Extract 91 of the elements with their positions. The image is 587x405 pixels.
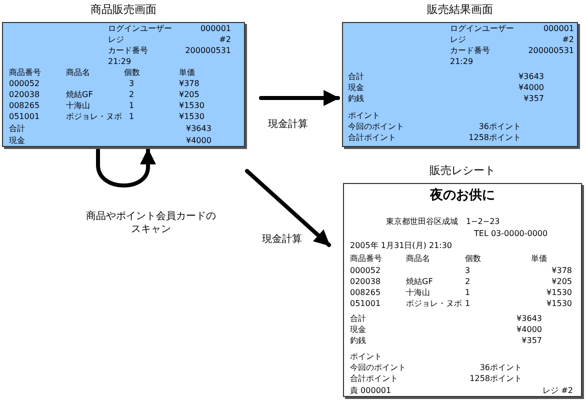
screen-text: カード番号 bbox=[450, 46, 490, 56]
receipt-text: ¥1530 bbox=[546, 288, 572, 298]
screen-text: 21:29 bbox=[450, 57, 474, 67]
screen-title: 商品販売画面 bbox=[90, 2, 158, 17]
screen-text: 合計ポイント bbox=[348, 133, 396, 143]
screen-text: レジ bbox=[450, 35, 466, 45]
receipt-text: 3 bbox=[465, 266, 470, 276]
screen-text: 商品名 bbox=[66, 68, 90, 78]
screen-text: 008265 bbox=[9, 101, 40, 111]
screen-text: #2 bbox=[219, 35, 231, 45]
screen-text: 個数 bbox=[124, 68, 140, 78]
screen-text: 今回のポイント bbox=[348, 122, 404, 132]
receipt-text: 2005年 1月31日(月) 21:30 bbox=[350, 241, 452, 251]
receipt-text: 合計 bbox=[350, 314, 366, 324]
screen-text: 000052 bbox=[9, 79, 40, 89]
screen-text: 釣銭 bbox=[348, 94, 364, 104]
receipt-text: 責 000001 bbox=[350, 386, 392, 396]
receipt-text: レジ #2 bbox=[542, 386, 573, 396]
receipt-text: ボジョレ・ヌボ bbox=[406, 299, 462, 309]
receipt-text: ¥357 bbox=[522, 336, 542, 346]
screen-text: 単価 bbox=[179, 68, 195, 78]
arrow bbox=[245, 169, 331, 247]
screen-text: ¥4000 bbox=[186, 136, 212, 146]
receipt-text: 合計ポイント bbox=[350, 374, 398, 384]
receipt-text: 釣銭 bbox=[350, 336, 366, 346]
screen-text: 020038 bbox=[9, 90, 40, 100]
screen-text: 1258ポイント bbox=[468, 133, 521, 143]
screen-text: 現金 bbox=[9, 136, 25, 146]
receipt-text: 1 bbox=[465, 288, 470, 298]
receipt-text: 焼結GF bbox=[406, 277, 433, 287]
receipt-text: 商品名 bbox=[406, 254, 430, 264]
receipt-text: ポイント bbox=[350, 352, 382, 362]
receipt-text: ¥3643 bbox=[516, 314, 542, 324]
screen-text: ボジョレ・ヌボ bbox=[66, 112, 122, 122]
screen-text: ログインユーザー bbox=[450, 24, 514, 34]
screen-text: 1 bbox=[129, 112, 134, 122]
receipt-text: ¥378 bbox=[552, 266, 572, 276]
receipt-text: 個数 bbox=[465, 254, 481, 264]
edge-label: 商品やポイント会員カードのスキャン bbox=[84, 210, 218, 236]
screen-text: 現金 bbox=[348, 83, 364, 93]
receipt-text: ¥4000 bbox=[516, 325, 542, 335]
receipt-text: TEL 03-0000-0000 bbox=[474, 229, 548, 239]
receipt-text: 051001 bbox=[350, 299, 381, 309]
receipt-text: 2 bbox=[465, 277, 470, 287]
screen-text: 21:29 bbox=[108, 57, 132, 67]
receipt-header: 夜のお供に bbox=[428, 188, 496, 203]
screen-text: ¥378 bbox=[179, 79, 200, 89]
screen-text: 合計 bbox=[348, 72, 364, 82]
receipt-text: 000052 bbox=[350, 266, 381, 276]
screen-text: ¥3643 bbox=[518, 72, 544, 82]
screen-text: ¥357 bbox=[524, 94, 544, 104]
receipt-text: 020038 bbox=[350, 277, 381, 287]
receipt-text: 008265 bbox=[350, 288, 381, 298]
screen-text: 十海山 bbox=[66, 101, 90, 111]
receipt-text: 1258ポイント bbox=[470, 374, 522, 384]
screen-text: ¥205 bbox=[179, 90, 200, 100]
receipt-text: 現金 bbox=[350, 325, 366, 335]
screen-text: 1 bbox=[129, 101, 134, 111]
screen-text: 合計 bbox=[9, 124, 25, 134]
receipt-title: 販売レシート bbox=[428, 163, 496, 178]
screen-text: カード番号 bbox=[108, 46, 148, 56]
screen-text: 商品番号 bbox=[9, 68, 41, 78]
receipt-text: ¥1530 bbox=[546, 299, 572, 309]
screen-text: 200000531 bbox=[528, 46, 574, 56]
screen-text: ¥4000 bbox=[518, 83, 544, 93]
screen-text: 3 bbox=[129, 79, 134, 89]
screen-title: 販売結果画面 bbox=[426, 2, 494, 17]
receipt-text: 単価 bbox=[531, 254, 547, 264]
screen-text: 000001 bbox=[200, 24, 231, 34]
screen-text: レジ bbox=[108, 35, 124, 45]
screen-text: 2 bbox=[129, 90, 134, 100]
receipt-text: 1 bbox=[465, 299, 470, 309]
screen-text: ¥1530 bbox=[179, 112, 204, 122]
receipt-text: 今回のポイント bbox=[350, 363, 406, 373]
receipt-text: 商品番号 bbox=[350, 254, 382, 264]
screen-text: 051001 bbox=[9, 112, 40, 122]
receipt-text: 36ポイント bbox=[480, 363, 522, 373]
screen-text: 36ポイント bbox=[478, 122, 521, 132]
arrow bbox=[96, 148, 156, 188]
screen-text: 000001 bbox=[543, 24, 574, 34]
screen-text: 焼結GF bbox=[66, 90, 93, 100]
arrow bbox=[259, 90, 340, 106]
screen-text: #2 bbox=[562, 35, 574, 45]
receipt-text: 十海山 bbox=[406, 288, 430, 298]
screen-text: ポイント bbox=[348, 111, 380, 121]
screen-text: 200000531 bbox=[185, 46, 231, 56]
screen-text: ¥3643 bbox=[186, 124, 212, 134]
receipt-text: ¥205 bbox=[552, 277, 572, 287]
screen-text: ¥1530 bbox=[179, 101, 204, 111]
receipt-text: 東京都世田谷区成城 1−2−23 bbox=[386, 217, 500, 227]
screen-text: ログインユーザー bbox=[108, 24, 172, 34]
